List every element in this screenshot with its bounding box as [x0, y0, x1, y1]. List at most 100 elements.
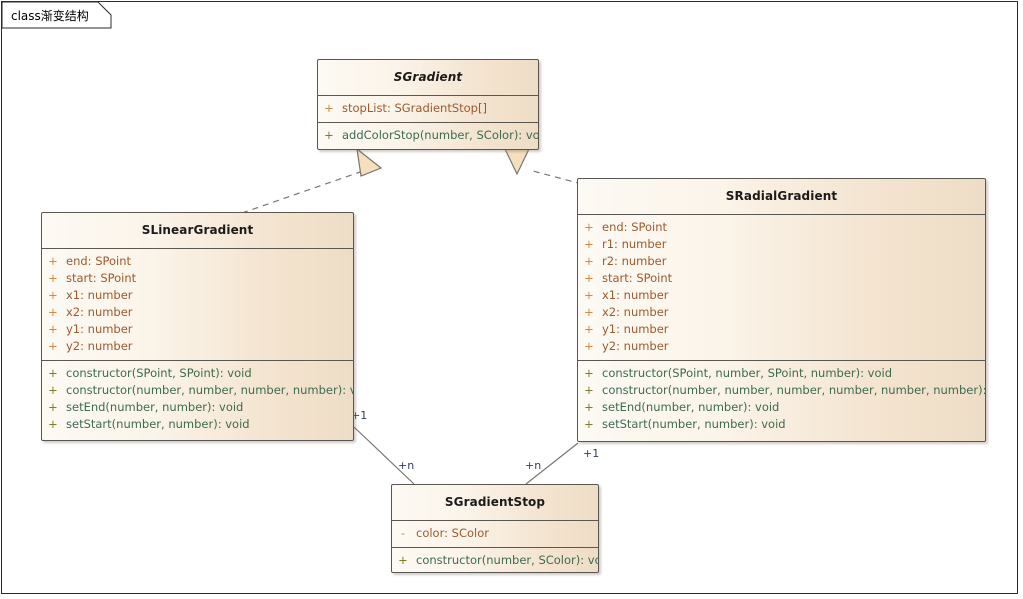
- multiplicity-radial-n: +n: [525, 459, 542, 472]
- class-attributes-sgradientstop: - color: SColor: [392, 520, 598, 547]
- attribute-row: + y2: number: [578, 338, 985, 355]
- class-box-slineargradient[interactable]: SLinearGradient + end: SPoint + start: S…: [41, 212, 354, 441]
- edge-radialgradient-to-sgradient: [528, 169, 583, 185]
- member-text: constructor(number, number, number, numb…: [602, 383, 986, 397]
- visibility-marker: +: [324, 128, 334, 142]
- class-methods-slineargradient: + constructor(SPoint, SPoint): void + co…: [42, 360, 353, 438]
- class-box-sgradientstop[interactable]: SGradientStop - color: SColor + construc…: [391, 484, 599, 573]
- multiplicity-radial-1: +1: [583, 447, 600, 460]
- member-text: setStart(number, number): void: [602, 417, 786, 431]
- visibility-marker: +: [584, 322, 594, 336]
- member-text: x2: number: [66, 305, 133, 319]
- member-text: constructor(SPoint, number, SPoint, numb…: [602, 366, 893, 380]
- class-name-sgradientstop: SGradientStop: [444, 495, 546, 509]
- visibility-marker: +: [584, 220, 594, 234]
- method-row: + constructor(SPoint, SPoint): void: [42, 365, 353, 382]
- visibility-marker: +: [584, 383, 594, 397]
- attribute-row: + start: SPoint: [578, 270, 985, 287]
- member-text: x1: number: [602, 288, 669, 302]
- edge-radialgradient-to-gradientstop: [525, 442, 579, 485]
- attribute-row: + x2: number: [42, 304, 353, 321]
- member-text: y1: number: [66, 322, 133, 336]
- frame-title-text: class渐变结构: [11, 7, 89, 25]
- attribute-row: + y1: number: [578, 321, 985, 338]
- frame-title-keyword: class: [11, 9, 41, 23]
- visibility-marker: +: [584, 305, 594, 319]
- class-name-sgradient: SGradient: [393, 70, 463, 84]
- visibility-marker: +: [324, 101, 334, 115]
- class-attributes-sgradient: + stopList: SGradientStop[]: [318, 95, 538, 122]
- edge-lineargradient-to-gradientstop: [353, 426, 415, 485]
- member-text: setEnd(number, number): void: [602, 400, 780, 414]
- method-row: + constructor(number, number, number, nu…: [578, 382, 985, 399]
- member-text: setEnd(number, number): void: [66, 400, 244, 414]
- class-name-sradialgradient: SRadialGradient: [725, 189, 838, 203]
- visibility-marker: +: [48, 322, 58, 336]
- class-methods-sgradient: + addColorStop(number, SColor): void: [318, 122, 538, 149]
- multiplicity-linear-n: +n: [398, 459, 415, 472]
- visibility-marker: +: [584, 400, 594, 414]
- visibility-marker: +: [584, 339, 594, 353]
- member-text: r1: number: [602, 237, 667, 251]
- class-header-slineargradient: SLinearGradient: [42, 213, 353, 248]
- visibility-marker: +: [48, 400, 58, 414]
- frame-title-tab: class渐变结构: [2, 2, 112, 29]
- attribute-row: + x1: number: [42, 287, 353, 304]
- visibility-marker: +: [584, 271, 594, 285]
- member-text: y2: number: [602, 339, 669, 353]
- attribute-row: + r1: number: [578, 236, 985, 253]
- class-box-sradialgradient[interactable]: SRadialGradient + end: SPoint + r1: numb…: [577, 178, 986, 442]
- member-text: r2: number: [602, 254, 667, 268]
- class-header-sgradient: SGradient: [318, 60, 538, 95]
- member-text: constructor(number, SColor): void: [416, 553, 599, 567]
- visibility-marker: +: [48, 254, 58, 268]
- frame-title-label: 渐变结构: [40, 9, 89, 23]
- visibility-marker: +: [48, 305, 58, 319]
- member-text: constructor(SPoint, SPoint): void: [66, 366, 252, 380]
- attribute-row: + x2: number: [578, 304, 985, 321]
- method-row: + setEnd(number, number): void: [42, 399, 353, 416]
- attribute-row: + stopList: SGradientStop[]: [318, 100, 538, 117]
- attribute-row: + r2: number: [578, 253, 985, 270]
- frame-tab-shape: [2, 2, 112, 29]
- attribute-row: + end: SPoint: [578, 219, 985, 236]
- class-methods-sradialgradient: + constructor(SPoint, number, SPoint, nu…: [578, 360, 985, 438]
- attribute-row: - color: SColor: [392, 525, 598, 542]
- attribute-row: + end: SPoint: [42, 253, 353, 270]
- visibility-marker: +: [398, 553, 408, 567]
- member-text: end: SPoint: [602, 220, 668, 234]
- member-text: stopList: SGradientStop[]: [342, 101, 487, 115]
- edge-lineargradient-to-sgradient: [241, 171, 361, 214]
- visibility-marker: +: [48, 339, 58, 353]
- class-attributes-sradialgradient: + end: SPoint + r1: number + r2: number …: [578, 214, 985, 360]
- visibility-marker: +: [584, 254, 594, 268]
- member-text: x2: number: [602, 305, 669, 319]
- visibility-marker: +: [48, 383, 58, 397]
- visibility-marker: +: [48, 417, 58, 431]
- class-name-slineargradient: SLinearGradient: [141, 223, 254, 237]
- member-text: y1: number: [602, 322, 669, 336]
- member-text: color: SColor: [416, 526, 489, 540]
- attribute-row: + y1: number: [42, 321, 353, 338]
- visibility-marker: +: [48, 271, 58, 285]
- class-header-sgradientstop: SGradientStop: [392, 485, 598, 520]
- method-row: + setStart(number, number): void: [42, 416, 353, 433]
- member-text: x1: number: [66, 288, 133, 302]
- member-text: setStart(number, number): void: [66, 417, 250, 431]
- member-text: constructor(number, number, number, numb…: [66, 383, 354, 397]
- method-row: + constructor(number, SColor): void: [392, 552, 598, 569]
- class-box-sgradient[interactable]: SGradient + stopList: SGradientStop[] + …: [317, 59, 539, 150]
- member-text: end: SPoint: [66, 254, 132, 268]
- method-row: + constructor(SPoint, number, SPoint, nu…: [578, 365, 985, 382]
- class-attributes-slineargradient: + end: SPoint + start: SPoint + x1: numb…: [42, 248, 353, 360]
- method-row: + constructor(number, number, number, nu…: [42, 382, 353, 399]
- visibility-marker: +: [48, 366, 58, 380]
- visibility-marker: +: [584, 288, 594, 302]
- visibility-marker: +: [584, 417, 594, 431]
- class-header-sradialgradient: SRadialGradient: [578, 179, 985, 214]
- attribute-row: + y2: number: [42, 338, 353, 355]
- attribute-row: + x1: number: [578, 287, 985, 304]
- method-row: + setEnd(number, number): void: [578, 399, 985, 416]
